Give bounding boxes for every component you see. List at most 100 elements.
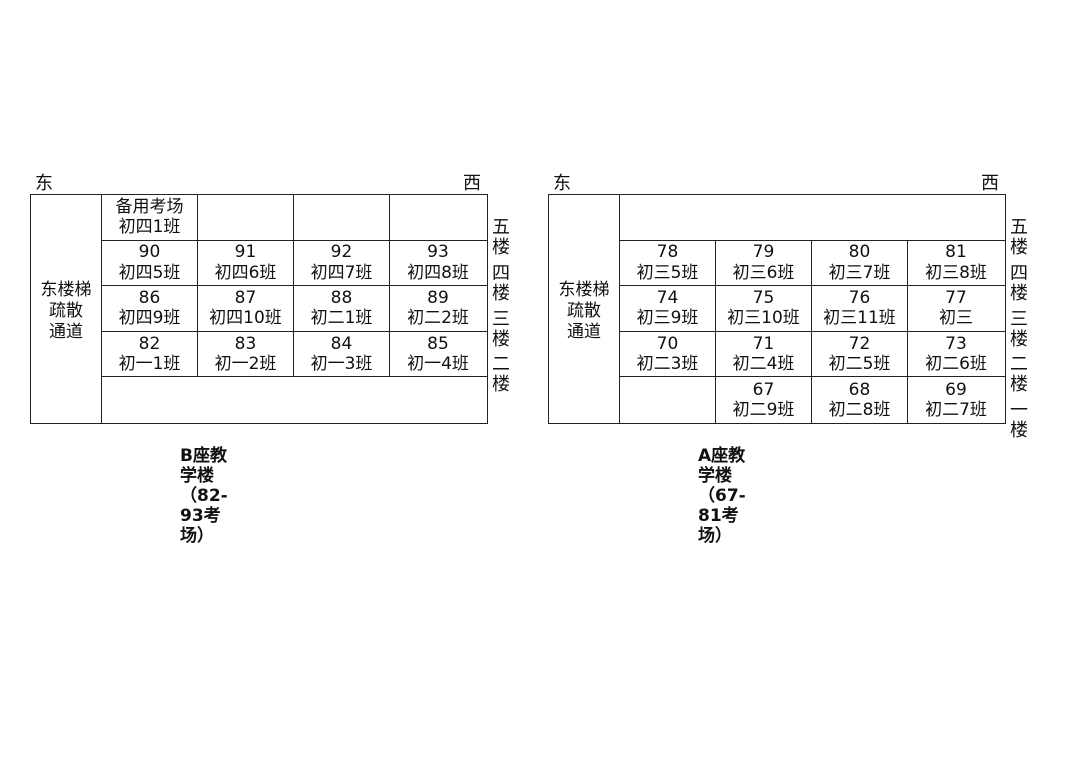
room-cell: 备用考场初四1班 [102, 195, 198, 240]
room-class: 初三11班 [823, 308, 896, 329]
room-number: 83 [234, 333, 257, 354]
room-class: 初三8班 [925, 262, 987, 283]
building-caption: A座教学楼（67-81考场） [698, 446, 746, 546]
room-class: 初一1班 [118, 354, 181, 375]
room-class: 初四6班 [214, 262, 277, 283]
floor-label: 四楼 [1010, 263, 1028, 304]
room-number: 80 [848, 242, 871, 263]
room-number: 74 [656, 287, 679, 308]
room-number: 78 [656, 242, 679, 263]
floor-label: 五楼 [1010, 217, 1028, 258]
room-class: 初三 [939, 308, 973, 329]
room-number: 93 [427, 242, 449, 263]
room-class: 初二2班 [407, 308, 469, 329]
room-number: 71 [752, 333, 775, 354]
room-class: 初二5班 [828, 354, 891, 375]
room-number: 69 [945, 379, 967, 400]
room-number: 85 [427, 333, 449, 354]
east-label: 东 [35, 173, 53, 194]
room-number: 67 [752, 379, 775, 400]
room-class: 初二3班 [636, 354, 699, 375]
room-number: 86 [138, 287, 161, 308]
floor-label: 一楼 [1010, 400, 1028, 441]
room-number: 81 [945, 242, 967, 263]
room-number: 88 [330, 287, 353, 308]
east-label: 东 [553, 173, 571, 194]
room-class: 初四5班 [118, 262, 181, 283]
room-number: 89 [427, 287, 449, 308]
room-number: 77 [945, 287, 967, 308]
floor-row-1 [102, 377, 487, 423]
room-class: 初一2班 [214, 354, 277, 375]
room-class: 初四10班 [209, 308, 282, 329]
room-cell [620, 377, 716, 423]
floor-label: 三楼 [492, 309, 510, 350]
room-class: 初二6班 [925, 354, 987, 375]
room-class: 初四7班 [310, 262, 373, 283]
room-class: 初四9班 [118, 308, 181, 329]
empty-floor-cell [102, 377, 487, 423]
room-number: 87 [234, 287, 257, 308]
room-number: 75 [752, 287, 775, 308]
room-number: 68 [848, 379, 871, 400]
room-number: 70 [656, 333, 679, 354]
west-label: 西 [981, 173, 999, 194]
room-cell [198, 195, 294, 240]
room-number: 84 [330, 333, 353, 354]
room-number: 72 [848, 333, 871, 354]
room-class: 初二1班 [310, 308, 373, 329]
floor-label: 四楼 [492, 263, 510, 304]
stair-evacuation-label: 东楼梯 疏散 通道 [549, 195, 620, 423]
room-number: 91 [234, 242, 257, 263]
room-cell [294, 195, 390, 240]
room-class: 初二7班 [925, 400, 987, 421]
floor-label: 三楼 [1010, 309, 1028, 350]
floor-label: 五楼 [492, 217, 510, 258]
room-cell [390, 195, 486, 240]
room-class: 初四8班 [407, 262, 469, 283]
room-class: 初三9班 [636, 308, 699, 329]
stair-evacuation-label: 东楼梯 疏散 通道 [31, 195, 102, 423]
room-class: 初二4班 [732, 354, 795, 375]
floor-row-5 [620, 195, 1005, 241]
room-number: 76 [848, 287, 871, 308]
room-class: 初三5班 [636, 262, 699, 283]
empty-floor-cell [620, 195, 1005, 240]
room-class: 初三6班 [732, 262, 795, 283]
room-number: 73 [945, 333, 967, 354]
room-number: 备用考场 [115, 196, 184, 217]
floor-row-5: 备用考场初四1班 [102, 195, 487, 241]
west-label: 西 [463, 173, 481, 194]
room-class: 初三10班 [727, 308, 800, 329]
